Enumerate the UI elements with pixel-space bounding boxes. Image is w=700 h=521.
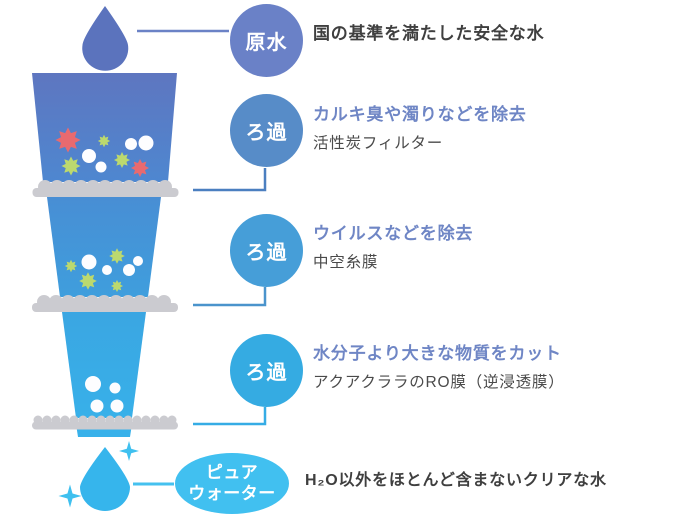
step-row-filtration-3: 水分子より大きな物質をカット アクアクララのRO膜（逆浸透膜） <box>313 343 693 392</box>
step-heading: ウイルスなどを除去 <box>313 224 474 243</box>
badge-raw-water: 原水 <box>230 4 303 77</box>
badge-filtration-2: ろ過 <box>230 214 303 287</box>
connector-line-filter-3 <box>193 407 267 426</box>
step-heading: 水分子より大きな物質をカット <box>313 344 562 363</box>
connector-lines <box>133 29 267 486</box>
step-subtext: 活性炭フィルター <box>313 135 444 153</box>
filter-layer-2 <box>32 295 178 312</box>
filter-layer-3 <box>32 415 178 430</box>
badge-filtration-1: ろ過 <box>230 94 303 167</box>
step-row-filtration-1: カルキ臭や濁りなどを除去 活性炭フィルター <box>313 104 693 153</box>
badge-filtration-3: ろ過 <box>230 334 303 407</box>
step-heading: H₂O以外をほとんど含まないクリアな水 <box>305 472 607 489</box>
funnel-stage-2 <box>47 197 161 297</box>
source-water-drop <box>82 6 129 71</box>
sparkle-icon <box>58 484 82 508</box>
pure-water-drop <box>80 447 130 511</box>
sparkle-icon <box>119 441 139 461</box>
impurity-particles-stage-1 <box>55 127 154 177</box>
impurity-particles-stage-2 <box>64 248 143 292</box>
step-row-raw-water: 国の基準を満たした安全な水 <box>313 23 693 44</box>
connector-line-filter-2 <box>193 287 267 307</box>
step-subtext: アクアクララのRO膜（逆浸透膜） <box>313 374 565 392</box>
funnel-illustration <box>32 6 267 511</box>
step-subtext: 中空糸膜 <box>313 254 379 272</box>
step-row-filtration-2: ウイルスなどを除去 中空糸膜 <box>313 223 693 272</box>
water-bubbles-stage-3 <box>85 376 124 413</box>
funnel-stage-1 <box>32 73 177 182</box>
step-row-pure-water: H₂O以外をほとんど含まないクリアな水 <box>305 471 685 491</box>
funnel-stage-3 <box>62 312 146 418</box>
filter-layer-1 <box>32 180 179 197</box>
badge-pure-water: ピュア ウォーター <box>175 453 289 514</box>
connector-line-filter-1 <box>193 168 267 192</box>
step-heading: 国の基準を満たした安全な水 <box>313 24 545 43</box>
step-heading: カルキ臭や濁りなどを除去 <box>313 105 527 124</box>
